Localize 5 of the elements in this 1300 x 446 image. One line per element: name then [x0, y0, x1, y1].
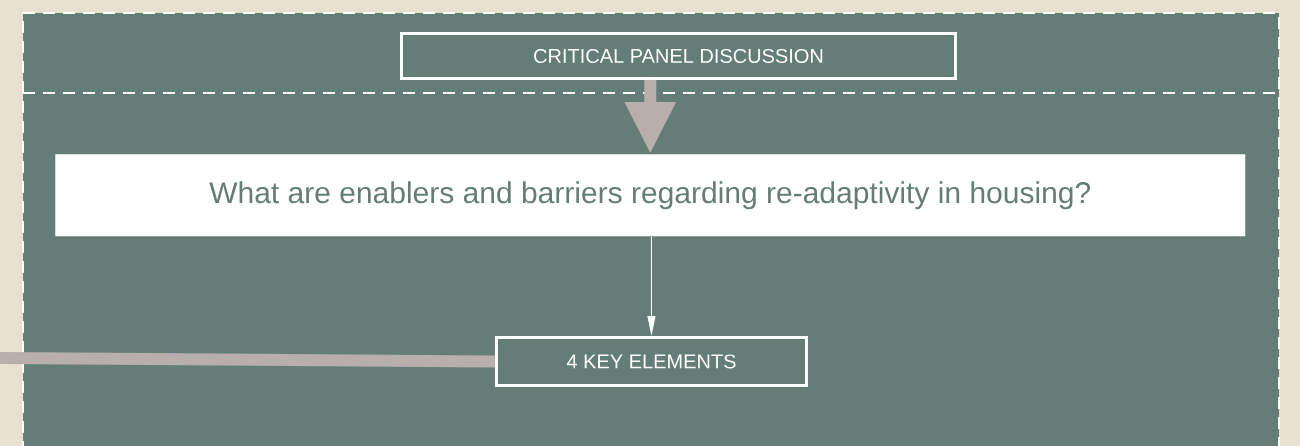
connector-line — [0, 352, 496, 368]
label-box: CRITICAL PANEL DISCUSSION — [400, 32, 957, 80]
dashed-panel — [22, 12, 1280, 94]
label-box: 4 KEY ELEMENTS — [495, 336, 808, 387]
question-box: What are enablers and barriers regarding re-adaptivity in housing? — [55, 154, 1246, 237]
